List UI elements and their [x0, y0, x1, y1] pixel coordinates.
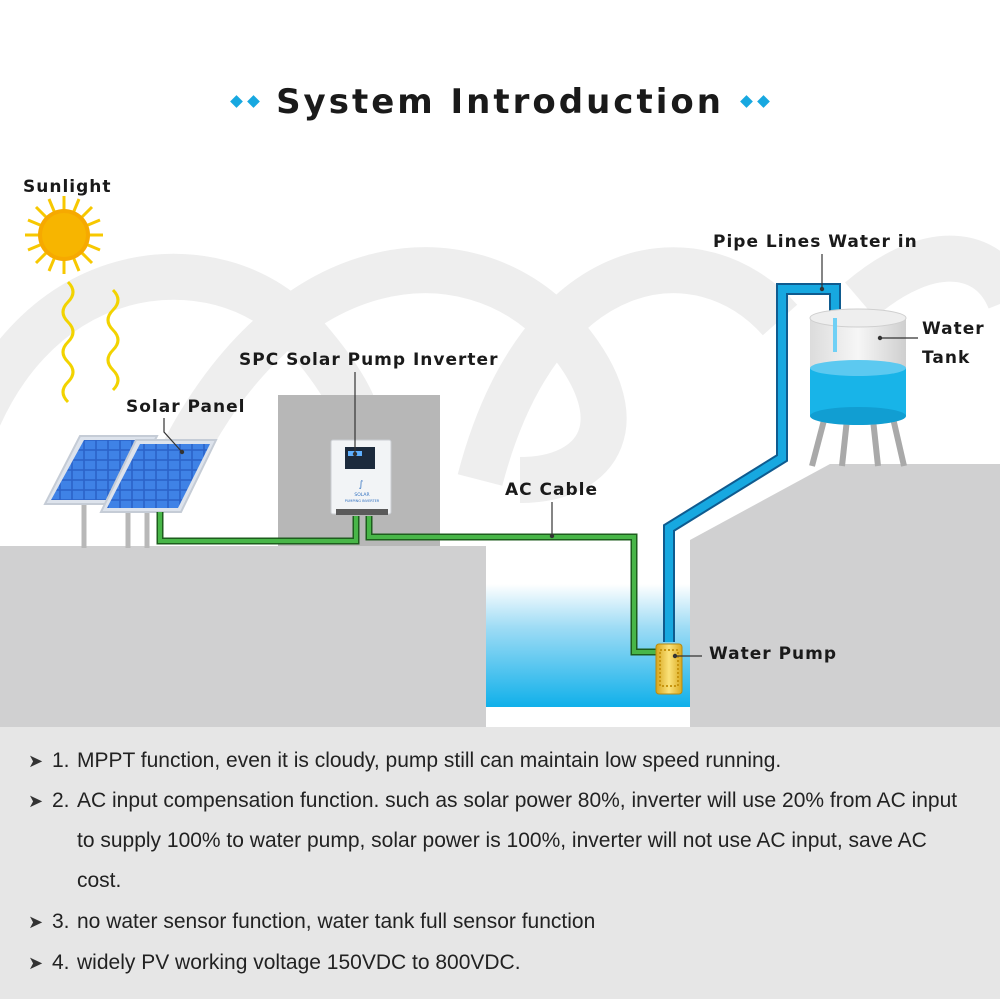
ac-cable: [156, 512, 660, 656]
ground-right: [690, 464, 1000, 727]
leader-dots: [179, 286, 883, 659]
sun-icon: [25, 196, 103, 274]
feature-text: AC input compensation function. such as …: [77, 789, 958, 892]
title-bar: System Introduction: [0, 82, 1000, 122]
inverter-panel-text-2: PUMPING INVERTER: [345, 499, 380, 503]
feature-text: no water sensor function, water tank ful…: [77, 910, 596, 933]
arrow-icon: ➤: [28, 791, 44, 811]
feature-item: ➤ 3. no water sensor function, water tan…: [28, 902, 968, 942]
leader-lines: [163, 254, 918, 657]
sun-rays-icon: [61, 280, 120, 404]
page-title: System Introduction: [276, 82, 724, 122]
label-inverter: SPC Solar Pump Inverter: [239, 350, 499, 370]
ground-left: [0, 546, 486, 727]
feature-item: ➤ 4. widely PV working voltage 150VDC to…: [28, 943, 968, 983]
feature-number: 1.: [52, 749, 70, 772]
svg-text:∫: ∫: [359, 480, 364, 490]
solar-panel-icon: [43, 435, 218, 548]
label-water-tank-1: Water: [922, 319, 985, 339]
feature-item: ➤ 2. AC input compensation function. suc…: [28, 781, 968, 901]
water-pipe: [663, 283, 841, 642]
feature-item: ➤ 1. MPPT function, even it is cloudy, p…: [28, 741, 968, 781]
arrow-icon: ➤: [28, 953, 44, 973]
feature-number: 4.: [52, 951, 70, 974]
feature-text: widely PV working voltage 150VDC to 800V…: [77, 951, 521, 974]
water-pump-icon: [655, 643, 683, 695]
arrow-icon: ➤: [28, 912, 44, 932]
arrow-icon: ➤: [28, 751, 44, 771]
label-pipe-lines: Pipe Lines Water in: [713, 232, 918, 252]
label-ac-cable: AC Cable: [505, 480, 599, 500]
feature-number: 3.: [52, 910, 70, 933]
feature-text: MPPT function, even it is cloudy, pump s…: [77, 749, 782, 772]
feature-number: 2.: [52, 789, 70, 812]
features-panel: ➤ 1. MPPT function, even it is cloudy, p…: [0, 727, 1000, 999]
label-water-pump: Water Pump: [709, 644, 838, 664]
water-tank-icon: [809, 308, 907, 467]
diamond-icon: [738, 93, 772, 111]
diamond-icon: [228, 93, 262, 111]
inverter-icon: ∫ SOLAR PUMPING INVERTER: [330, 439, 392, 515]
label-sunlight: Sunlight: [23, 177, 112, 197]
inverter-panel-text-1: SOLAR: [354, 492, 369, 498]
label-solar-panel: Solar Panel: [126, 397, 246, 417]
label-water-tank-2: Tank: [922, 348, 971, 368]
